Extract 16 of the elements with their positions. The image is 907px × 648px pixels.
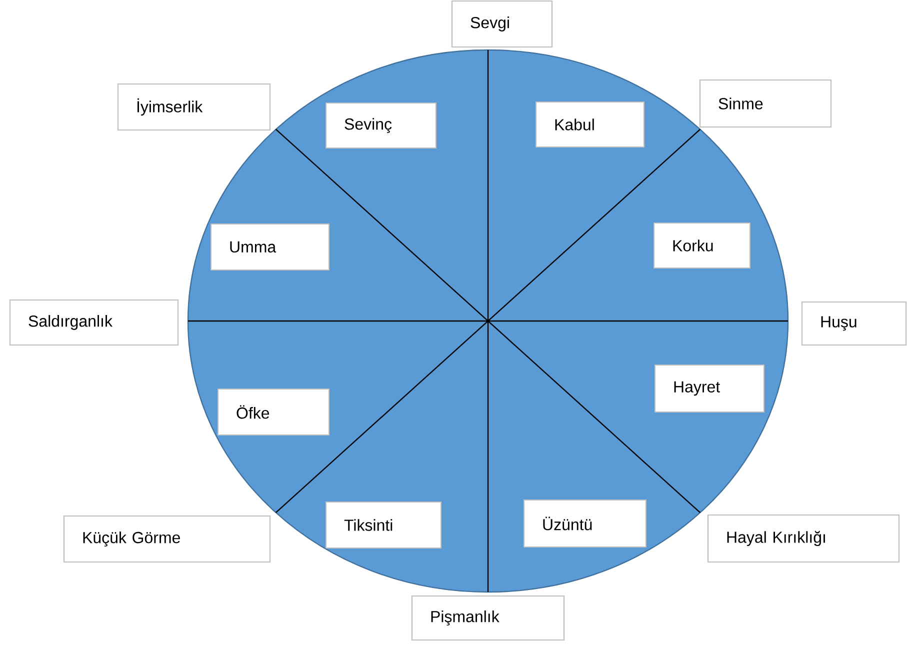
label-box: Küçük Görme: [63, 515, 271, 563]
label-box: Üzüntü: [523, 499, 647, 548]
label-box: Korku: [653, 222, 751, 269]
label-box: Sevgi: [451, 0, 553, 48]
label-box: Hayret: [654, 364, 765, 413]
label-box: Umma: [210, 223, 330, 271]
label-box: Tiksinti: [325, 501, 442, 549]
label-box: Huşu: [801, 301, 907, 346]
label-box: Kabul: [535, 101, 645, 148]
label-box: Hayal Kırıklığı: [707, 514, 900, 563]
label-box: Saldırganlık: [9, 299, 179, 346]
label-box: Öfke: [217, 388, 330, 436]
label-box: Sevinç: [325, 102, 437, 149]
label-box: İyimserlik: [117, 83, 271, 131]
label-box: Pişmanlık: [411, 595, 565, 641]
label-box: Sinme: [699, 79, 832, 128]
